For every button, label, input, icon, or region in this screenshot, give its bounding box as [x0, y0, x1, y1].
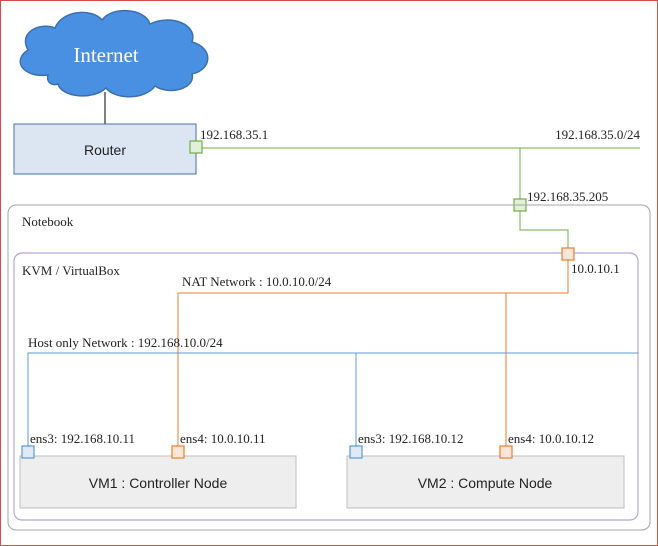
internet-cloud: Internet	[19, 9, 209, 98]
vm2-label: VM2 : Compute Node	[418, 475, 553, 491]
lan-drop-line	[519, 148, 569, 253]
vm1-ens3-label: ens3: 192.168.10.11	[30, 431, 135, 446]
nat-network-label: NAT Network : 10.0.10.0/24	[182, 274, 332, 289]
router-box	[13, 123, 197, 175]
notebook-port-ip: 192.168.35.205	[527, 189, 608, 204]
notebook-label: Notebook	[22, 214, 74, 229]
vm1-ens4-label: ens4: 10.0.10.11	[180, 431, 265, 446]
vm1-ens4-port	[171, 445, 185, 459]
host-only-label: Host only Network : 192.168.10.0/24	[28, 335, 223, 350]
router-label: Router	[84, 142, 126, 158]
router-port-ip: 192.168.35.1	[200, 127, 268, 142]
host-only-line	[27, 352, 638, 452]
kvm-box	[13, 252, 639, 521]
nat-network-line	[177, 253, 569, 452]
vm2-ens3-label: ens3: 192.168.10.12	[358, 431, 463, 446]
lan-subnet-label: 192.168.35.0/24	[555, 127, 640, 142]
internet-label: Internet	[73, 43, 138, 67]
vm2-ens4-port	[499, 445, 513, 459]
nat-gateway-ip: 10.0.10.1	[571, 261, 620, 276]
notebook-box	[7, 204, 651, 531]
nat-gateway-port	[561, 247, 575, 261]
vm1-ens3-port	[21, 445, 35, 459]
vm2-box	[346, 455, 625, 509]
vm1-label: VM1 : Controller Node	[89, 475, 228, 491]
vm1-box	[19, 455, 297, 509]
vm2-ens3-port	[349, 445, 363, 459]
vm2-ens4-label: ens4: 10.0.10.12	[508, 431, 594, 446]
router-port	[189, 140, 203, 154]
kvm-label: KVM / VirtualBox	[22, 263, 120, 278]
